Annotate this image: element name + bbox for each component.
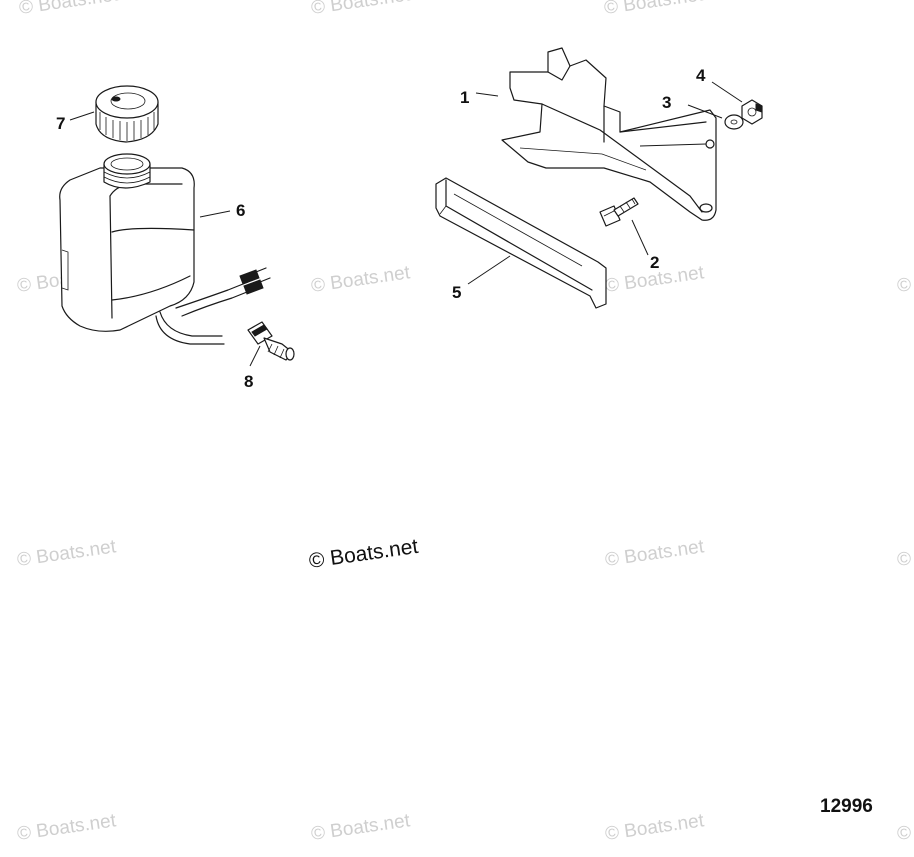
callout-2: 2 [650,253,659,272]
callout-7: 7 [56,114,65,133]
callout-3: 3 [662,93,671,112]
watermark: © Boats.net [16,536,118,571]
bolt-part [599,197,639,227]
callouts: 1 2 3 4 5 6 7 8 [56,66,706,391]
watermark: © Boats.net [896,262,914,297]
callout-5: 5 [452,283,461,302]
reservoir-tank-part [59,153,271,345]
nut-part [741,99,763,125]
mounting-bracket-part [501,47,717,221]
leader-lines [69,81,743,367]
watermark: © Boats.net [604,536,706,571]
watermark: © Boats.net [310,0,412,19]
callout-6: 6 [236,201,245,220]
reservoir-cap-part [95,85,159,143]
watermark: © Boats.net [18,0,120,19]
callout-1: 1 [460,88,469,107]
watermark: © Boats.net [604,810,706,845]
watermark: © Boats.net [603,0,705,19]
washer-part [724,114,744,130]
watermark: © Boats.net [896,810,914,845]
diagram-number: 12996 [820,796,873,817]
watermark-primary: © Boats.net [307,535,419,573]
callout-4: 4 [696,66,706,85]
watermark: © Boats.net [896,536,914,571]
watermark: © Boats.net [310,262,412,297]
callout-8: 8 [244,372,253,391]
watermark: © Boats.net [310,810,412,845]
watermark: © Boats.net [16,810,118,845]
fitting-part [247,321,295,361]
strap-part [435,177,607,309]
